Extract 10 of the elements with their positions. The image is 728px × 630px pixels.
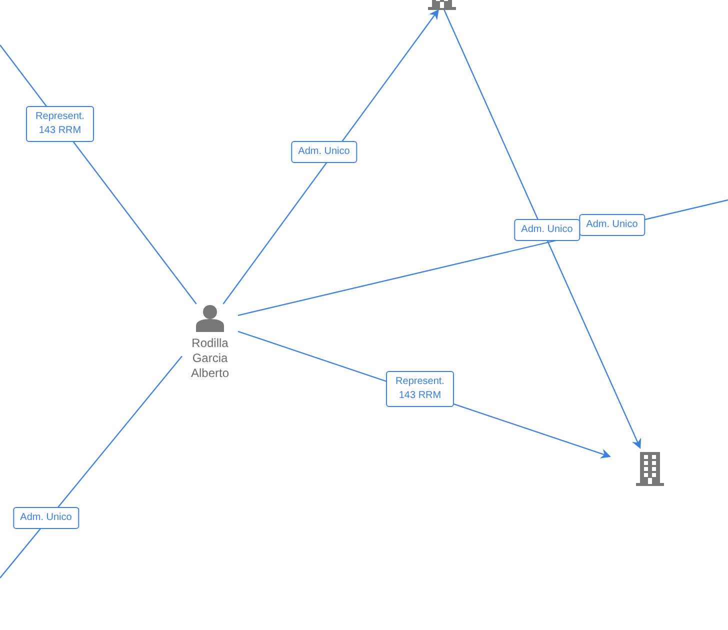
edge-label: Represent. 143 RRM	[26, 106, 94, 142]
edge-label: Represent. 143 RRM	[386, 371, 454, 407]
arrow	[222, 9, 439, 304]
node-label: Rodilla Garcia Alberto	[190, 336, 230, 381]
arrow	[444, 10, 642, 449]
edge-label: Adm. Unico	[579, 214, 645, 236]
edge-label: Adm. Unico	[13, 507, 79, 529]
edge-label: Adm. Unico	[514, 219, 580, 241]
connector-line	[0, 356, 182, 578]
edge-label: Adm. Unico	[291, 141, 357, 163]
